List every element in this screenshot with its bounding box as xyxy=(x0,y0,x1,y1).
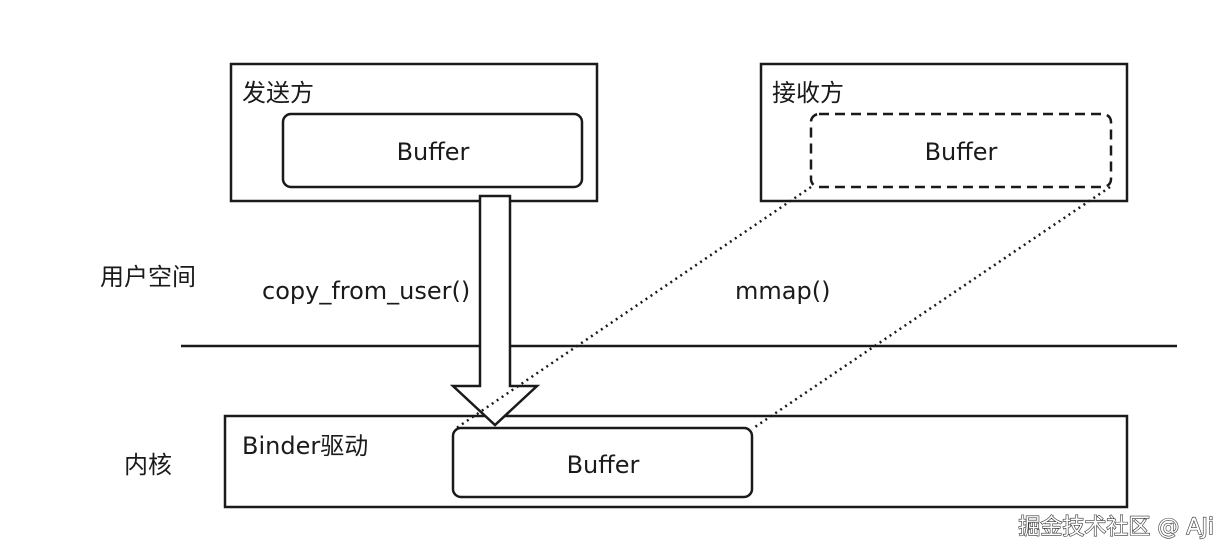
kernel-buffer-box xyxy=(451,426,754,499)
user-space-label: 用户空间 xyxy=(100,263,196,291)
kernel-driver-title: Binder驱动 xyxy=(242,432,368,460)
sender-buffer-label: Buffer xyxy=(397,138,470,166)
copy-arrow xyxy=(449,194,541,427)
mmap-line-right xyxy=(751,185,1111,431)
copy-from-user-label: copy_from_user() xyxy=(262,277,470,305)
receiver-title: 接收方 xyxy=(772,79,844,107)
kernel-buffer-label: Buffer xyxy=(567,451,640,479)
sender-title: 发送方 xyxy=(242,79,314,107)
watermark: 掘金技术社区 @ AJi xyxy=(1018,515,1214,540)
sender-buffer-box xyxy=(281,112,584,189)
receiver-process: 接收方 Buffer xyxy=(759,62,1129,203)
sender-process: 发送方 Buffer xyxy=(229,62,599,203)
receiver-buffer-label: Buffer xyxy=(925,138,998,166)
kernel-label: 内核 xyxy=(124,451,172,479)
receiver-buffer-box xyxy=(809,112,1113,189)
mmap-label: mmap() xyxy=(735,277,830,305)
